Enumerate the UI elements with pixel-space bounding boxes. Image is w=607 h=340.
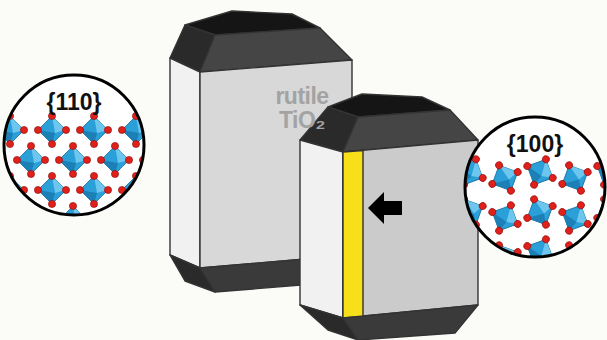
crystal-face xyxy=(343,140,478,318)
octahedron xyxy=(118,112,153,147)
crystal-label: rutile TiO₂ xyxy=(262,84,342,132)
octahedron xyxy=(0,172,28,207)
octahedron xyxy=(13,142,48,177)
octahedron xyxy=(552,195,599,242)
crystal-face xyxy=(170,58,200,268)
facet-label: {110} xyxy=(4,89,144,116)
octahedron xyxy=(447,149,494,196)
crystal-face xyxy=(300,140,343,318)
octahedron xyxy=(76,172,111,207)
octahedron xyxy=(552,155,599,202)
octahedron xyxy=(517,189,564,236)
octahedron xyxy=(482,195,529,242)
facet-label: {100} xyxy=(465,131,605,158)
octahedron xyxy=(97,142,132,177)
inset-background xyxy=(4,75,144,215)
crystal-front xyxy=(300,94,478,340)
octahedron xyxy=(55,142,90,177)
octahedron xyxy=(34,172,69,207)
inset-circle xyxy=(465,117,605,257)
octahedron xyxy=(34,112,69,147)
facet-inset: {110} xyxy=(4,75,144,215)
inset-circle xyxy=(4,75,144,215)
inset-background xyxy=(465,117,605,257)
pointer-arrow xyxy=(368,192,402,224)
octahedron xyxy=(482,235,529,282)
crystal-cap xyxy=(343,305,478,340)
octahedron xyxy=(517,229,564,276)
surface-structure-110 xyxy=(0,112,175,237)
crystal-label-box: rutile TiO₂ xyxy=(262,84,342,132)
highlighted-facet xyxy=(343,151,363,319)
octahedron xyxy=(482,155,529,202)
octahedron xyxy=(55,202,90,237)
facet-inset: {100} xyxy=(465,117,605,257)
octahedron xyxy=(76,112,111,147)
octahedron xyxy=(552,235,599,282)
octahedron xyxy=(0,202,7,237)
